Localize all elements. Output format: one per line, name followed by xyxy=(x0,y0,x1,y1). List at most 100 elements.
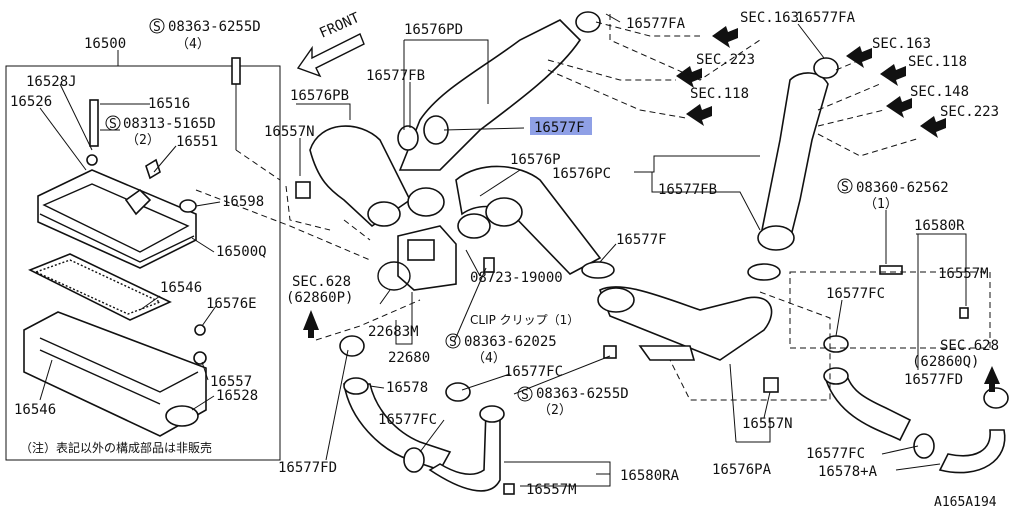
label-16577fa-2[interactable]: 16577FA xyxy=(796,10,856,26)
clamp-16577fc-mid[interactable] xyxy=(445,382,471,402)
label-16546-bottom[interactable]: 16546 xyxy=(14,402,56,418)
label-16578-left[interactable]: 16578 xyxy=(386,380,428,396)
label-16557m-right[interactable]: 16557M xyxy=(938,266,989,282)
case-outlet[interactable] xyxy=(165,405,199,427)
o-ring-22683m[interactable] xyxy=(377,261,411,291)
label-16500q[interactable]: 16500Q xyxy=(216,244,267,260)
label-16598[interactable]: 16598 xyxy=(222,194,264,210)
label-16557m-bottom[interactable]: 16557M xyxy=(526,482,577,498)
clamp-16577fb-a[interactable] xyxy=(367,201,401,227)
label-08360-62562[interactable]: 08360-62562 xyxy=(856,180,949,196)
label-16577fb-right[interactable]: 16577FB xyxy=(658,182,717,198)
duct-16576pc[interactable] xyxy=(759,72,829,241)
grommet-16557m-right[interactable] xyxy=(959,307,969,319)
clamp-upper-afm[interactable] xyxy=(407,187,445,217)
clamp-16577fa-b[interactable] xyxy=(813,57,839,79)
grommet-16528j[interactable] xyxy=(86,154,98,166)
duct-16576pb[interactable] xyxy=(309,125,412,228)
label-16577fd-right[interactable]: 16577FD xyxy=(904,372,963,388)
label-sec223-1[interactable]: SEC.223 xyxy=(696,52,755,68)
label-16551[interactable]: 16551 xyxy=(176,134,218,150)
label-16557-left[interactable]: 16557 xyxy=(210,374,252,390)
label-16577f-mid[interactable]: 16577F xyxy=(616,232,667,248)
label-16577fb-top[interactable]: 16577FB xyxy=(366,68,425,84)
label-22680[interactable]: 22680 xyxy=(388,350,430,366)
filter-element[interactable] xyxy=(28,253,172,321)
label-16580r[interactable]: 16580R xyxy=(914,218,965,234)
air-cleaner-case[interactable] xyxy=(23,311,207,437)
label-16516[interactable]: 16516 xyxy=(148,96,190,112)
bolt-08360-62562[interactable] xyxy=(879,265,903,275)
label-16578a[interactable]: 16578+A xyxy=(818,464,878,480)
label-16576pa[interactable]: 16576PA xyxy=(712,462,772,478)
label-16528[interactable]: 16528 xyxy=(216,388,258,404)
label-16557n-left[interactable]: 16557N xyxy=(264,124,315,140)
label-16576pb[interactable]: 16576PB xyxy=(290,88,349,104)
label-16577fd-left[interactable]: 16577FD xyxy=(278,460,337,476)
grommet-16557m-bottom[interactable] xyxy=(503,483,515,495)
clamp-16577fb-b[interactable] xyxy=(397,125,419,151)
label-sec628-right[interactable]: SEC.628 xyxy=(940,338,999,354)
clamp-16577fd-right[interactable] xyxy=(983,387,1009,409)
label-sec118-2[interactable]: SEC.118 xyxy=(908,54,967,70)
clamp-16577fc-left[interactable] xyxy=(403,447,425,473)
sensor-16551[interactable] xyxy=(124,188,152,216)
clamp-16577fb-right[interactable] xyxy=(747,263,781,281)
clamp-16577fd-left[interactable] xyxy=(339,335,365,357)
label-16577fc-right[interactable]: 16577FC xyxy=(826,286,885,302)
hose-16578a[interactable] xyxy=(938,429,1006,474)
label-16576e[interactable]: 16576E xyxy=(206,296,257,312)
hose-16578-left[interactable] xyxy=(343,383,452,471)
label-16577fc-mid[interactable]: 16577FC xyxy=(504,364,563,380)
label-08363-62025[interactable]: 08363-62025 xyxy=(464,334,557,350)
label-16580ra[interactable]: 16580RA xyxy=(620,468,680,484)
clamp-16577fa-a[interactable] xyxy=(575,11,601,33)
clip-16598[interactable] xyxy=(179,199,197,213)
duct-16576p[interactable] xyxy=(455,165,602,275)
label-16528j[interactable]: 16528J xyxy=(26,74,77,90)
bracket-16576pa[interactable] xyxy=(638,345,696,361)
label-sec223-2[interactable]: SEC.223 xyxy=(940,104,999,120)
grommet-16557n-right[interactable] xyxy=(763,377,779,393)
grommet-16557n-left[interactable] xyxy=(295,181,311,199)
clamp-16577fc-right[interactable] xyxy=(823,335,849,353)
duct-16576pa[interactable] xyxy=(598,286,773,361)
label-16576p[interactable]: 16576P xyxy=(510,152,561,168)
clamp-lower-afm[interactable] xyxy=(457,213,491,239)
label-16576pc[interactable]: 16576PC xyxy=(552,166,611,182)
label-08363-6255d-bottom[interactable]: 08363-6255D xyxy=(536,386,629,402)
label-sec148[interactable]: SEC.148 xyxy=(910,84,969,100)
hose-16580r[interactable] xyxy=(824,370,912,442)
duct-16576pd[interactable] xyxy=(398,19,582,171)
figure-code: A165A194 xyxy=(934,495,997,510)
clamp-16577fc-bottom-right[interactable] xyxy=(913,433,935,459)
bolt-16516[interactable] xyxy=(89,99,99,147)
label-08723-19000[interactable]: 08723-19000 xyxy=(470,270,563,286)
bolt-08363-62025[interactable] xyxy=(483,257,495,273)
label-sec163-2[interactable]: SEC.163 xyxy=(872,36,931,52)
qty-08313-5165d: （2） xyxy=(126,133,160,148)
label-sec628-left[interactable]: SEC.628 xyxy=(292,274,351,290)
bolt-08363-6255d-bottom[interactable] xyxy=(603,345,617,359)
label-16577f-highlight[interactable]: 16577F xyxy=(534,120,585,136)
screw-08313[interactable] xyxy=(145,158,161,180)
label-16557n-right[interactable]: 16557N xyxy=(742,416,793,432)
section-arrows xyxy=(303,26,946,338)
bolt-08363-top[interactable] xyxy=(231,57,241,85)
grommet-16557[interactable] xyxy=(193,351,207,365)
label-16577fc-bottom-right[interactable]: 16577FC xyxy=(806,446,865,462)
label-16546-top[interactable]: 16546 xyxy=(160,280,202,296)
label-16577fa-1[interactable]: 16577FA xyxy=(626,16,686,32)
label-08313-5165d[interactable]: 08313-5165D xyxy=(123,116,216,132)
label-16526[interactable]: 16526 xyxy=(10,94,52,110)
label-16576pd[interactable]: 16576PD xyxy=(404,22,463,38)
label-16500[interactable]: 16500 xyxy=(84,36,126,52)
label-16577fc-left[interactable]: 16577FC xyxy=(378,412,437,428)
label-sec118-1[interactable]: SEC.118 xyxy=(690,86,749,102)
label-08363-6255d-top[interactable]: 08363-6255D xyxy=(168,19,261,35)
label-clip[interactable]: CLIP クリップ（1） xyxy=(470,313,579,327)
clamp-16577f-mid[interactable] xyxy=(581,261,615,279)
clip-16576e[interactable] xyxy=(194,324,206,336)
label-sec163-1[interactable]: SEC.163 xyxy=(740,10,799,26)
label-22683m[interactable]: 22683M xyxy=(368,324,419,340)
